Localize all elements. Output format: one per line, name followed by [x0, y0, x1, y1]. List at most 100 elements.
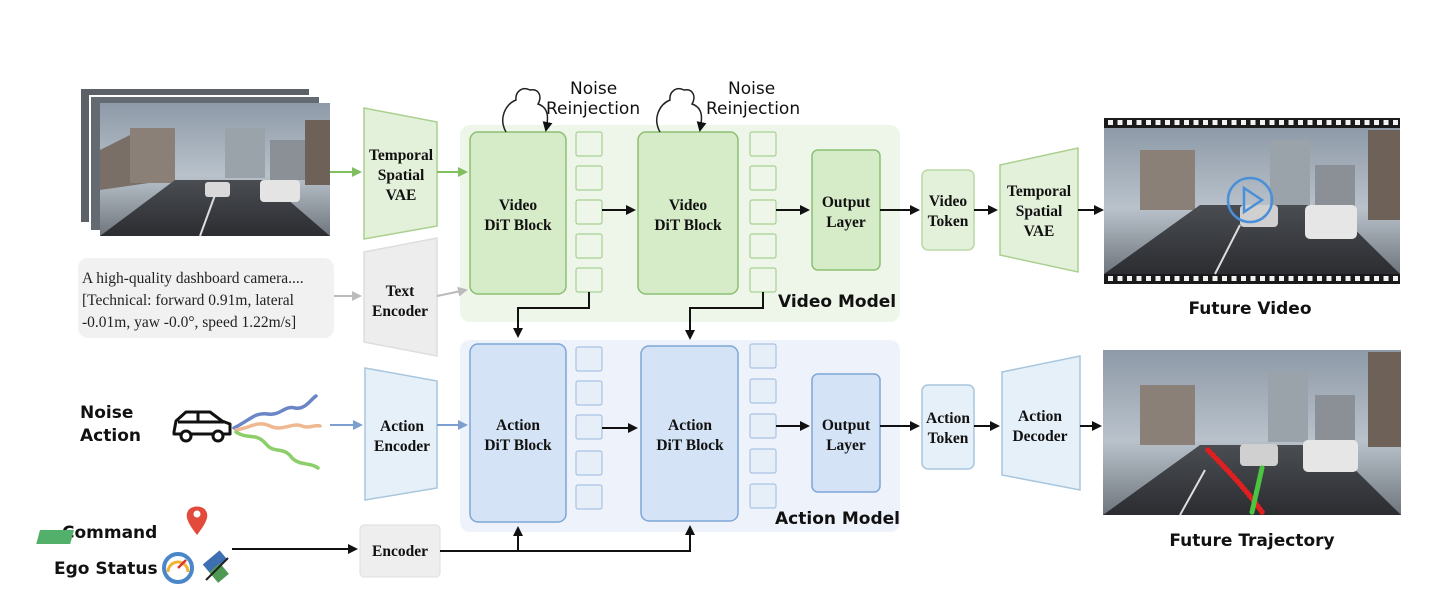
- svg-text:Action: Action: [1018, 408, 1062, 425]
- film-perforation: [1288, 276, 1294, 281]
- video-token-column-2: [749, 131, 777, 293]
- film-perforation: [1127, 120, 1132, 125]
- film-perforation: [1108, 120, 1113, 125]
- svg-text:Spatial: Spatial: [1016, 203, 1063, 220]
- action-encoder: Action Encoder: [364, 367, 438, 501]
- svg-text:Encoder: Encoder: [372, 543, 428, 560]
- caption-line-3: -0.01m, yaw -0.0°, speed 1.22m/s]: [82, 314, 296, 331]
- film-perforation: [1345, 276, 1351, 281]
- svg-text:Output: Output: [822, 194, 871, 211]
- svg-text:Layer: Layer: [826, 214, 866, 231]
- film-perforation: [1345, 120, 1351, 125]
- film-perforation: [1307, 276, 1313, 281]
- film-perforation: [1165, 276, 1170, 281]
- film-perforation: [1364, 276, 1370, 281]
- film-perforation: [1336, 276, 1341, 281]
- predicted-trajectory-green: [1249, 465, 1265, 515]
- svg-text:VAE: VAE: [1024, 223, 1055, 240]
- film-perforation: [1231, 120, 1237, 125]
- film-perforation: [1279, 120, 1284, 125]
- action-label: Action: [80, 426, 141, 446]
- svg-text:Output: Output: [822, 417, 871, 434]
- ego-status-label: Ego Status: [54, 559, 158, 579]
- map-pin-icon: [36, 506, 208, 544]
- film-perforation: [1136, 120, 1142, 125]
- car-icon: [172, 410, 232, 443]
- film-perforation: [1184, 120, 1189, 125]
- film-perforation: [1250, 120, 1256, 125]
- film-perforation: [1307, 120, 1313, 125]
- video-output-layer: Output Layer: [811, 149, 881, 271]
- action-token: Action Token: [921, 384, 975, 470]
- caption-line-2: [Technical: forward 0.91m, lateral: [82, 292, 294, 309]
- action-token-column-1: [575, 346, 603, 510]
- svg-text:Decoder: Decoder: [1012, 428, 1067, 445]
- action-token-column-2: [749, 343, 777, 509]
- noise-reinjection-1: Noise Reinjection: [502, 79, 640, 133]
- film-perforation: [1146, 276, 1151, 281]
- film-perforation: [1155, 120, 1161, 125]
- film-perforation: [1355, 120, 1360, 125]
- svg-text:Encoder: Encoder: [372, 303, 428, 320]
- svg-text:DiT Block: DiT Block: [484, 217, 552, 234]
- svg-text:Reinjection: Reinjection: [546, 99, 640, 119]
- film-perforation: [1165, 120, 1170, 125]
- svg-text:Action: Action: [668, 417, 712, 434]
- video-model-label: Video Model: [778, 292, 896, 312]
- play-icon: [1226, 176, 1274, 224]
- video-dit-block-2: Video DiT Block: [637, 131, 739, 295]
- svg-text:Action: Action: [926, 410, 970, 427]
- filmstrip-perforations: [1108, 120, 1398, 281]
- svg-text:DiT Block: DiT Block: [654, 217, 722, 234]
- film-perforation: [1336, 120, 1341, 125]
- film-perforation: [1222, 120, 1227, 125]
- svg-text:Action: Action: [496, 417, 540, 434]
- film-perforation: [1127, 276, 1132, 281]
- video-dit-block-1: Video DiT Block: [469, 131, 567, 295]
- svg-text:Temporal: Temporal: [369, 147, 434, 164]
- svg-text:Text: Text: [386, 283, 416, 300]
- future-video-frame: [1104, 118, 1400, 284]
- future-trajectory-frame: [1103, 350, 1401, 516]
- svg-text:Action: Action: [380, 418, 424, 435]
- film-perforation: [1298, 120, 1303, 125]
- film-perforation: [1117, 276, 1123, 281]
- svg-text:VAE: VAE: [386, 187, 417, 204]
- temporal-spatial-vae-encoder: Temporal Spatial VAE: [363, 107, 438, 240]
- future-trajectory-label: Future Trajectory: [1169, 531, 1334, 551]
- trajectory-point: [1249, 509, 1255, 515]
- action-model-label: Action Model: [775, 509, 900, 529]
- svg-text:Noise: Noise: [728, 79, 775, 99]
- svg-text:Video: Video: [669, 197, 707, 214]
- noisy-trajectories: [232, 394, 322, 470]
- svg-text:Reinjection: Reinjection: [706, 99, 800, 119]
- video-token-column-1: [575, 131, 603, 293]
- svg-text:Spatial: Spatial: [378, 167, 425, 184]
- film-perforation: [1317, 276, 1322, 281]
- film-perforation: [1136, 276, 1142, 281]
- film-perforation: [1383, 120, 1389, 125]
- svg-text:DiT Block: DiT Block: [656, 437, 724, 454]
- film-perforation: [1393, 120, 1398, 125]
- future-video-label: Future Video: [1189, 299, 1312, 319]
- film-perforation: [1288, 120, 1294, 125]
- noise-reinjection-2: Noise Reinjection: [656, 79, 800, 133]
- trajectory-point: [1259, 509, 1265, 515]
- action-output-layer: Output Layer: [811, 373, 881, 493]
- svg-text:Encoder: Encoder: [374, 438, 430, 455]
- film-perforation: [1212, 276, 1218, 281]
- film-perforation: [1374, 276, 1379, 281]
- svg-text:Layer: Layer: [826, 437, 866, 454]
- film-perforation: [1326, 120, 1332, 125]
- svg-text:Token: Token: [928, 430, 969, 447]
- film-perforation: [1155, 276, 1161, 281]
- svg-text:Token: Token: [928, 213, 969, 230]
- film-perforation: [1383, 276, 1389, 281]
- command-label: Command: [62, 523, 157, 543]
- film-perforation: [1193, 276, 1199, 281]
- film-perforation: [1184, 276, 1189, 281]
- film-perforation: [1260, 276, 1265, 281]
- film-perforation: [1193, 120, 1199, 125]
- film-perforation: [1260, 120, 1265, 125]
